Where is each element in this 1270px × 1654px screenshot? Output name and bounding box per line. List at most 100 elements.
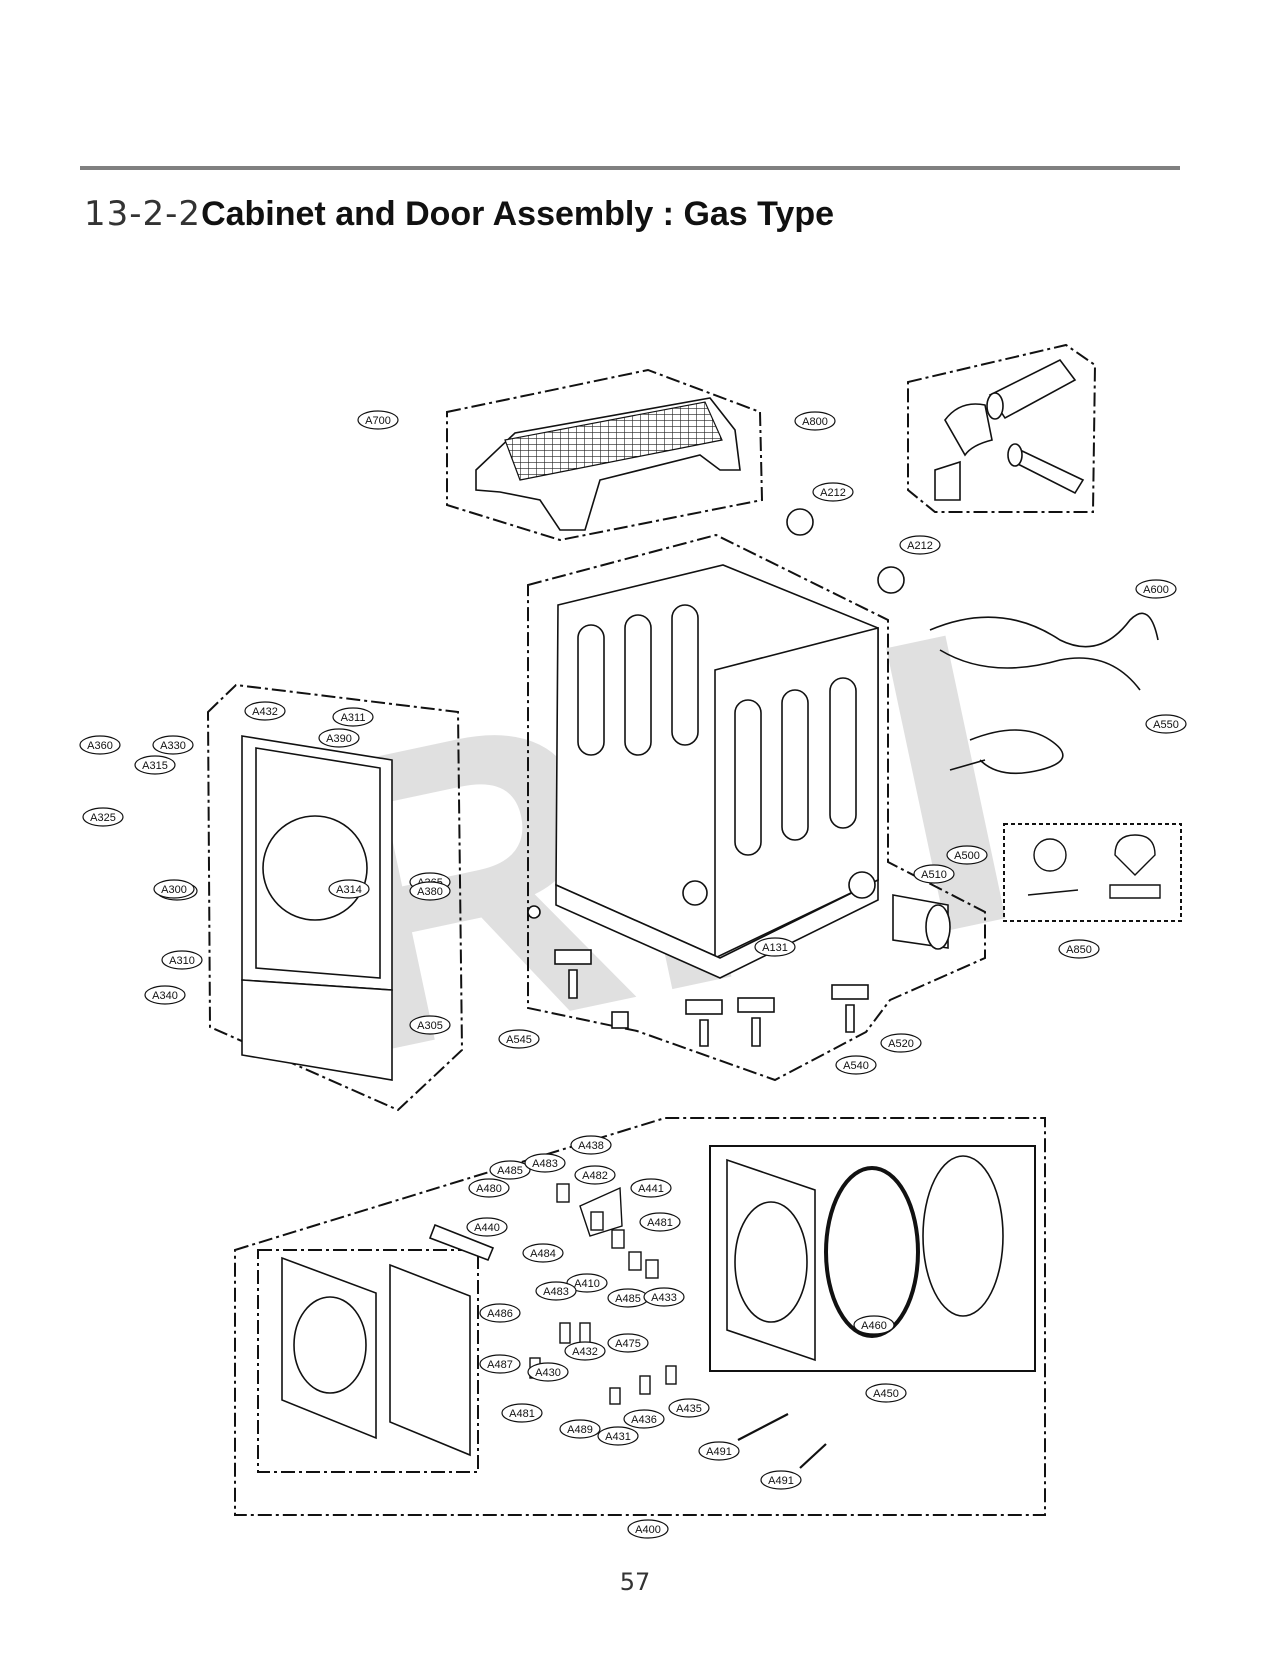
part-label-a481: A481 xyxy=(639,1212,681,1232)
part-label-text: A325 xyxy=(90,812,116,824)
part-label-text: A700 xyxy=(365,415,391,427)
part-label-a484: A484 xyxy=(522,1243,564,1263)
part-label-text: A380 xyxy=(417,886,443,898)
accessory-kit-box xyxy=(1003,823,1182,922)
part-label-a360: A360 xyxy=(79,735,121,755)
part-label-a131: A131 xyxy=(754,937,796,957)
part-label-a600: A600 xyxy=(1135,579,1177,599)
part-label-a800: A800 xyxy=(794,411,836,431)
part-label-text: A483 xyxy=(543,1286,569,1298)
part-label-text: A436 xyxy=(631,1414,657,1426)
part-label-text: A485 xyxy=(497,1165,523,1177)
part-label-a314: A314 xyxy=(328,879,370,899)
part-label-a311: A311 xyxy=(332,707,374,727)
part-label-a380: A380 xyxy=(409,881,451,901)
part-label-text: A450 xyxy=(873,1388,899,1400)
door-liner-subgroup xyxy=(709,1145,1036,1372)
part-label-text: A432 xyxy=(252,706,278,718)
wire-harness-part xyxy=(929,612,1159,775)
part-label-text: A314 xyxy=(336,884,362,896)
part-label-text: A340 xyxy=(152,990,178,1002)
part-label-a540: A540 xyxy=(835,1055,877,1075)
part-label-text: A800 xyxy=(802,416,828,428)
door-front-part xyxy=(281,1223,495,1457)
part-label-text: A212 xyxy=(820,487,846,499)
part-label-text: A550 xyxy=(1153,719,1179,731)
part-label-text: A440 xyxy=(474,1222,500,1234)
part-label-a545: A545 xyxy=(498,1029,540,1049)
part-label-text: A484 xyxy=(530,1248,556,1260)
part-label-text: A520 xyxy=(888,1038,914,1050)
part-label-a510: A510 xyxy=(913,864,955,884)
exhaust-duct-part xyxy=(934,358,1085,501)
part-label-text: A330 xyxy=(160,740,186,752)
part-label-a438: A438 xyxy=(570,1135,612,1155)
part-label-text: A491 xyxy=(768,1475,794,1487)
sensor-part xyxy=(877,566,905,594)
part-label-text: A360 xyxy=(87,740,113,752)
part-label-text: A310 xyxy=(169,955,195,967)
page-title: 13-2-2Cabinet and Door Assembly : Gas Ty… xyxy=(84,194,834,234)
part-label-text: A212 xyxy=(907,540,933,552)
duct-group-outline xyxy=(907,343,1097,513)
part-label-a435: A435 xyxy=(668,1398,710,1418)
part-label-text: A481 xyxy=(647,1217,673,1229)
part-label-a433: A433 xyxy=(643,1287,685,1307)
part-label-a436: A436 xyxy=(623,1409,665,1429)
part-label-a432: A432 xyxy=(564,1341,606,1361)
header-rule xyxy=(80,166,1180,170)
part-label-a483: A483 xyxy=(524,1153,566,1173)
part-label-a485: A485 xyxy=(489,1160,531,1180)
part-label-text: A431 xyxy=(605,1431,631,1443)
part-label-text: A482 xyxy=(582,1170,608,1182)
part-label-text: A410 xyxy=(574,1278,600,1290)
part-label-a485: A485 xyxy=(607,1288,649,1308)
part-label-a325: A325 xyxy=(82,807,124,827)
part-label-text: A480 xyxy=(476,1183,502,1195)
part-label-text: A486 xyxy=(487,1308,513,1320)
part-label-text: A131 xyxy=(762,942,788,954)
part-label-a500: A500 xyxy=(946,845,988,865)
part-label-text: A483 xyxy=(532,1158,558,1170)
section-title: Cabinet and Door Assembly : Gas Type xyxy=(201,195,834,233)
part-label-a432: A432 xyxy=(244,701,286,721)
part-label-a212: A212 xyxy=(899,535,941,555)
part-label-a700: A700 xyxy=(357,410,399,430)
part-label-text: A485 xyxy=(615,1293,641,1305)
part-label-a400: A400 xyxy=(627,1519,669,1539)
part-label-a520: A520 xyxy=(880,1033,922,1053)
part-label-a430: A430 xyxy=(527,1362,569,1382)
part-label-a482: A482 xyxy=(574,1165,616,1185)
part-label-a300: A300 xyxy=(153,879,195,899)
front-panel-group-outline xyxy=(206,683,464,1112)
door-frame-subgroup xyxy=(257,1249,479,1473)
part-label-a487: A487 xyxy=(479,1354,521,1374)
part-label-a475: A475 xyxy=(607,1333,649,1353)
part-label-text: A430 xyxy=(535,1367,561,1379)
part-label-text: A491 xyxy=(706,1446,732,1458)
section-number: 13-2-2 xyxy=(84,194,202,234)
part-label-text: A400 xyxy=(635,1524,661,1536)
door-liner-part xyxy=(726,1155,1004,1362)
part-label-a550: A550 xyxy=(1145,714,1187,734)
part-label-text: A475 xyxy=(615,1338,641,1350)
part-label-text: A300 xyxy=(161,884,187,896)
part-label-a440: A440 xyxy=(466,1217,508,1237)
front-panel-part xyxy=(241,735,393,1081)
part-label-text: A540 xyxy=(843,1060,869,1072)
part-label-a491: A491 xyxy=(760,1470,802,1490)
part-label-a483: A483 xyxy=(535,1281,577,1301)
page-number: 57 xyxy=(619,1568,651,1596)
part-label-text: A438 xyxy=(578,1140,604,1152)
part-label-text: A441 xyxy=(638,1183,664,1195)
sensor-part xyxy=(786,508,814,536)
part-label-a450: A450 xyxy=(865,1383,907,1403)
part-label-text: A435 xyxy=(676,1403,702,1415)
top-plate-group-outline xyxy=(446,368,764,542)
door-group-outline xyxy=(234,1117,1046,1516)
part-label-a212: A212 xyxy=(812,482,854,502)
part-label-a481: A481 xyxy=(501,1403,543,1423)
part-label-text: A487 xyxy=(487,1359,513,1371)
part-label-a305: A305 xyxy=(409,1015,451,1035)
part-label-a315: A315 xyxy=(134,755,176,775)
